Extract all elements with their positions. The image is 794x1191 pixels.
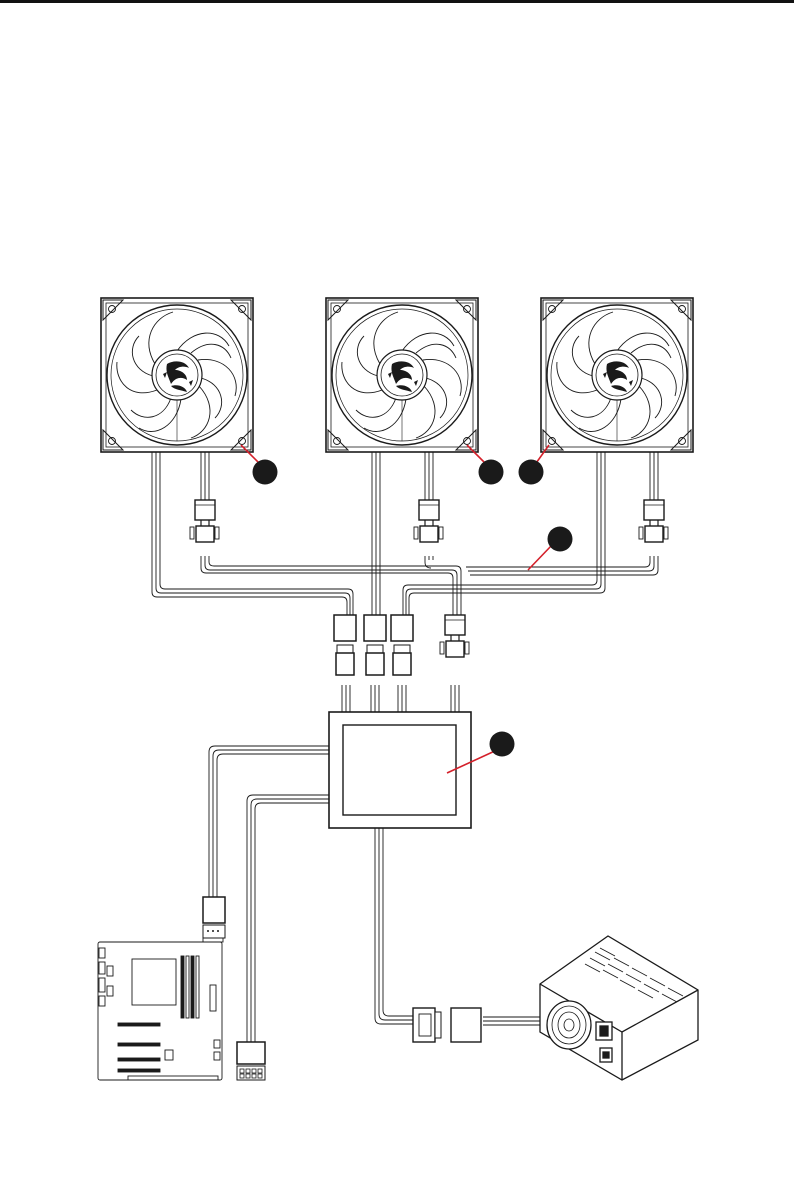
hub-argb-input-2 bbox=[364, 615, 386, 675]
hub-argb-input-1 bbox=[334, 615, 356, 675]
fan2-4pin-connector bbox=[419, 500, 439, 542]
hub-fan-input-connector bbox=[440, 615, 469, 657]
power-supply bbox=[540, 936, 698, 1080]
fan3-4pin-connector bbox=[644, 500, 664, 542]
fan-2 bbox=[326, 298, 478, 452]
motherboard bbox=[98, 934, 223, 1080]
callout-fan3-corner-marker bbox=[519, 460, 544, 485]
hub-argb-input-3 bbox=[391, 615, 413, 675]
fan-3 bbox=[541, 298, 693, 452]
motherboard-argb-connector bbox=[203, 897, 225, 938]
sata-power-connector bbox=[413, 1008, 481, 1042]
motherboard-fan-connector bbox=[237, 1042, 265, 1080]
callout-leader-cable bbox=[528, 545, 552, 570]
fan-1 bbox=[101, 298, 253, 452]
callout-fan1-corner-marker bbox=[253, 460, 278, 485]
callout-extension-cable-marker bbox=[548, 527, 573, 552]
callout-fan2-corner-marker bbox=[479, 460, 504, 485]
fan1-4pin-connector bbox=[195, 500, 215, 542]
fan-hub bbox=[329, 712, 471, 828]
callout-hub-marker bbox=[490, 732, 515, 757]
